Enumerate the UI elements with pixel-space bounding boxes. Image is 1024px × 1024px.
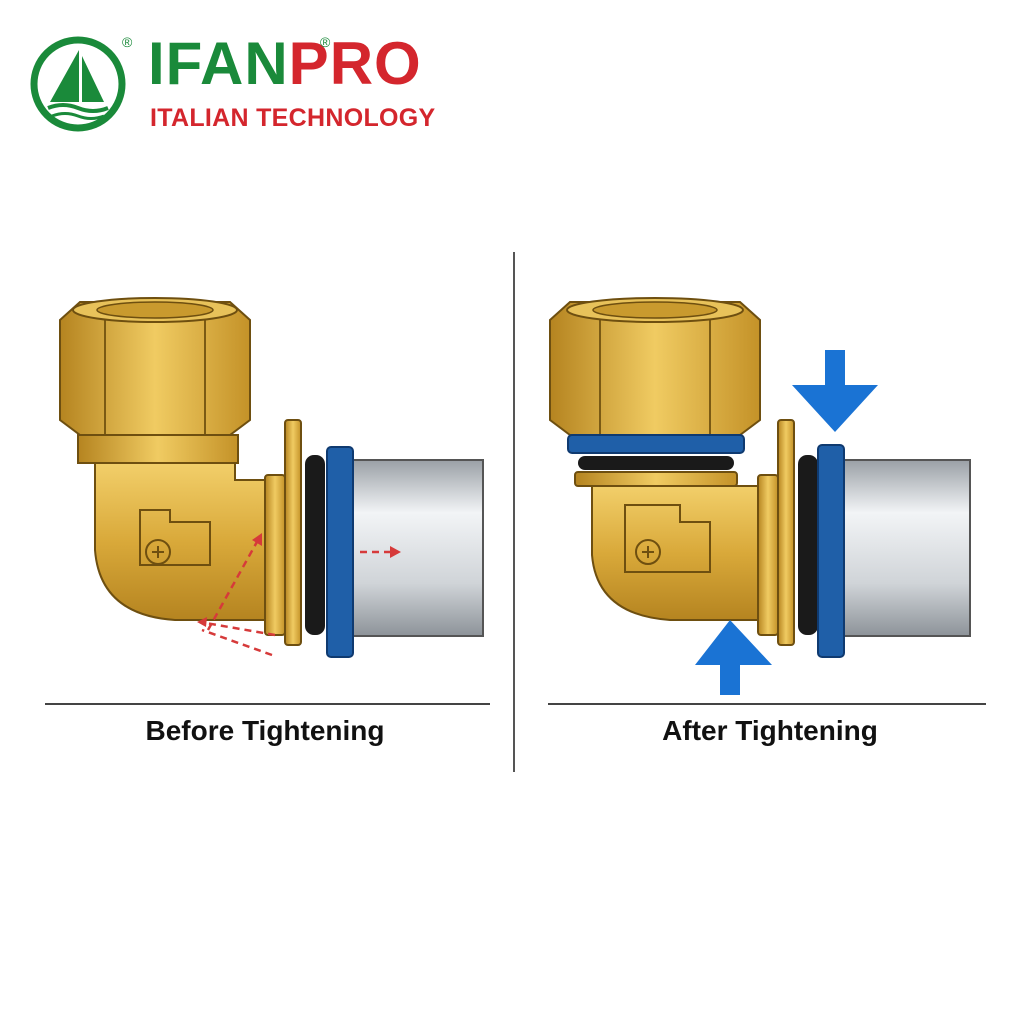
collar-flange — [757, 474, 779, 636]
elbow-body — [77, 434, 271, 621]
panel-divider — [513, 252, 515, 772]
compressed-o-ring — [578, 456, 734, 470]
brand-name-prefix: IFAN — [148, 30, 289, 97]
caption-after: After Tightening — [662, 715, 878, 746]
fitting-before-diagram — [59, 297, 484, 658]
o-ring — [305, 455, 325, 635]
leak-arrows — [199, 539, 392, 657]
hex-nut — [59, 297, 251, 436]
arrow-up-icon — [695, 620, 772, 695]
sleeve-ring — [777, 419, 795, 646]
collar-flange — [264, 474, 286, 636]
registered-mark: ® — [122, 34, 133, 50]
leak-arrow-heads — [197, 533, 401, 627]
registered-mark-2: ® — [320, 34, 331, 50]
brand-name: IFANPRO — [148, 30, 422, 98]
pipe — [839, 459, 971, 637]
elbow-body — [591, 485, 763, 621]
brand-tagline: ITALIAN TECHNOLOGY — [150, 104, 436, 132]
baseline-after — [548, 703, 986, 705]
baseline-before — [45, 703, 490, 705]
blue-seal-ring — [817, 444, 845, 658]
sleeve-ring — [284, 419, 302, 646]
compression-arrows — [695, 350, 878, 695]
hex-nut — [549, 297, 761, 436]
sailboat-logo-icon — [30, 36, 126, 132]
panel-before: Before Tightening — [40, 290, 510, 760]
compressed-blue-seal — [567, 434, 745, 454]
o-ring — [798, 455, 818, 635]
panel-after: After Tightening — [540, 290, 1010, 760]
brand-name-suffix: PRO — [288, 30, 422, 97]
arrow-down-icon — [792, 350, 878, 432]
pipe — [344, 459, 484, 637]
blue-seal-ring — [326, 446, 354, 658]
collar-band — [574, 471, 738, 487]
brand-logo: ® IFANPRO ® ITALIAN TECHNOLOGY — [30, 30, 490, 134]
fitting-after-diagram — [549, 297, 971, 695]
caption-before: Before Tightening — [145, 715, 385, 746]
